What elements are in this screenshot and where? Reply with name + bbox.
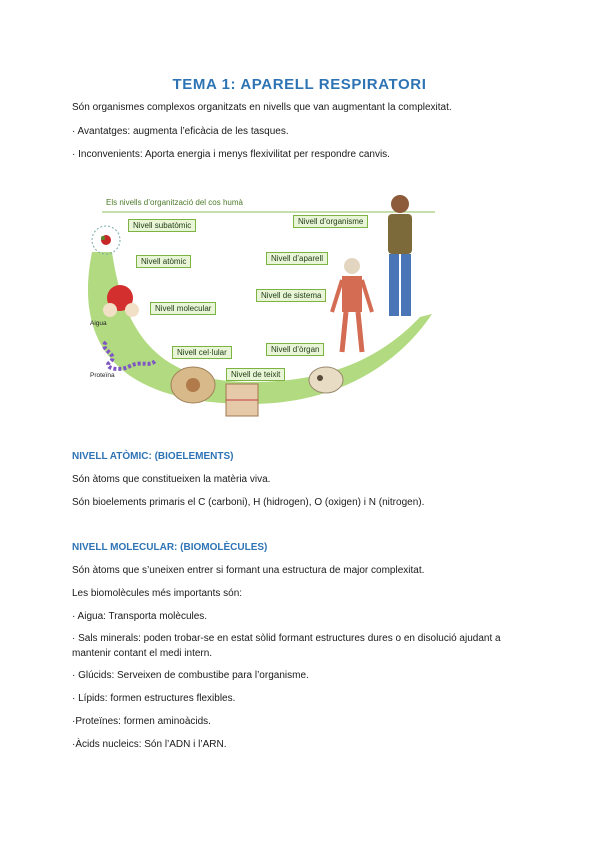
person-icon — [388, 195, 412, 316]
molecular-line: · Glúcids: Serveixen de combustibe para … — [72, 670, 309, 681]
advantages-text: · Avantatges: augmenta l’eficàcia de les… — [72, 126, 289, 137]
disadvantages-text: · Inconvenients: Aporta energia i menys … — [72, 149, 390, 160]
molecular-line: Són àtoms que s’uneixen entrer si forman… — [72, 565, 425, 576]
figure-title: Els nivells d’organització del cos humà — [106, 198, 243, 207]
molecular-line: · Lípids: formen estructures flexibles. — [72, 693, 236, 704]
molecular-line: Les biomolècules més importants són: — [72, 588, 243, 599]
caption-protein: Proteïna — [90, 372, 115, 379]
molecular-line: · Sals minerals: poden trobar-se en esta… — [72, 633, 501, 644]
intro-text: Són organismes complexos organitzats en … — [72, 102, 452, 113]
organization-levels-figure: Els nivells d’organització del cos humà … — [80, 192, 440, 420]
label-atomic: Nivell atòmic — [136, 255, 192, 268]
skull-icon — [308, 366, 344, 394]
atom-icon — [91, 225, 121, 255]
label-apparatus: Nivell d’aparell — [266, 252, 329, 265]
protein-chain-icon — [102, 340, 158, 371]
molecular-line: mantenir contant el medi intern. — [72, 648, 213, 659]
label-tissue: Nivell de teixit — [226, 368, 286, 381]
cell-icon — [170, 366, 216, 404]
molecular-line: · Aigua: Transporta molècules. — [72, 611, 208, 622]
molecular-line: ·Àcids nucleics: Són l’ADN i l’ARN. — [72, 739, 227, 750]
heading-atomic: NIVELL ATÒMIC: (BIOELEMENTS) — [72, 451, 234, 462]
label-cellular: Nivell cel·lular — [172, 346, 232, 359]
molecular-line: ·Proteïnes: formen aminoàcids. — [72, 716, 211, 727]
tissue-icon — [225, 383, 259, 417]
label-subatomic: Nivell subatòmic — [128, 219, 197, 232]
atomic-line: Són àtoms que constitueixen la matèria v… — [72, 474, 271, 485]
levels-band — [87, 252, 432, 404]
heading-molecular: NIVELL MOLECULAR: (BIOMOLÈCULES) — [72, 542, 268, 553]
skeleton-icon — [330, 258, 374, 353]
label-organ: Nivell d’òrgan — [266, 343, 325, 356]
label-molecular: Nivell molecular — [150, 302, 217, 315]
water-molecule-icon — [103, 285, 139, 317]
caption-water: Aigua — [90, 320, 107, 327]
page-title: TEMA 1: APARELL RESPIRATORI — [172, 76, 427, 93]
label-system: Nivell de sistema — [256, 289, 327, 302]
label-organism: Nivell d’organisme — [293, 215, 369, 228]
figure-background — [87, 195, 435, 417]
atomic-line: Són bioelements primaris el C (carboni),… — [72, 497, 425, 508]
